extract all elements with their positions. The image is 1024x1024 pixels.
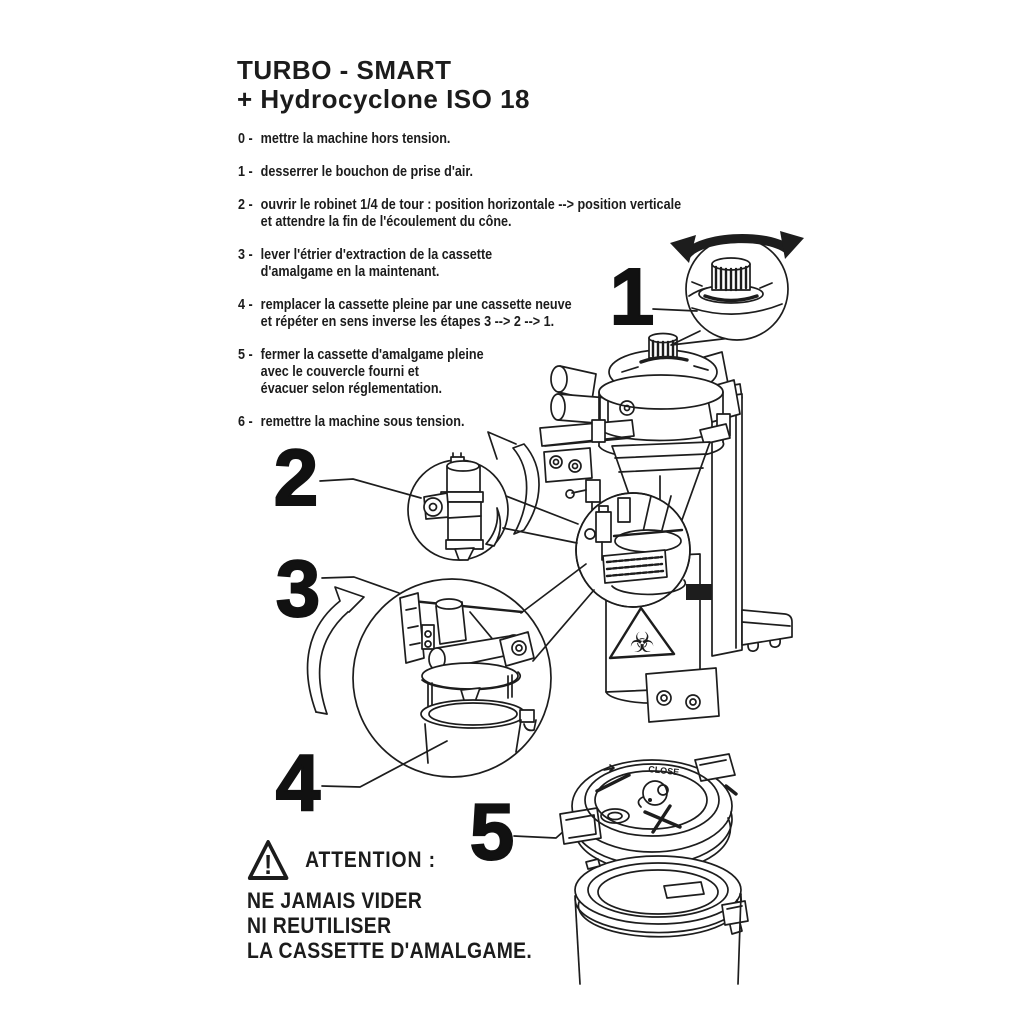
bottom-bracket [645, 667, 720, 723]
air-intake-cap [639, 332, 689, 364]
canister-illustration [574, 855, 749, 985]
instruction-step-4: 4 - remplacer la cassette pleine par une… [238, 296, 759, 330]
warning-line-1: NE JAMAIS VIDER [247, 888, 423, 913]
extraction-handle [428, 631, 535, 671]
step-text: ouvrir le robinet 1/4 de tour : position… [260, 196, 682, 230]
step2-detail [407, 431, 579, 561]
cassette-ring [420, 699, 537, 732]
step-text: remettre la machine sous tension. [260, 413, 465, 430]
warning-line-2: NI REUTILISER [247, 913, 392, 938]
step34-detail [352, 563, 595, 778]
title-line2: + Hydrocyclone ISO 18 [237, 84, 531, 114]
step-text: desserrer le bouchon de prise d'air. [260, 163, 474, 180]
step-marker: 5 - [238, 346, 253, 363]
instruction-step-6: 6 - remettre la machine sous tension. [238, 413, 759, 430]
svg-text:!: ! [264, 849, 272, 881]
step-text: lever l'étrier d'extraction de la casset… [260, 246, 493, 280]
rotate-arrow-icon [487, 431, 540, 535]
valve [423, 452, 484, 561]
knurled-cap [703, 257, 759, 303]
instruction-step-3: 3 - lever l'étrier d'extraction de la ca… [238, 246, 759, 280]
callout-number-1: 1 [609, 252, 655, 341]
warning-header: ! ATTENTION : [247, 838, 532, 882]
warning-block: ! ATTENTION : NE JAMAIS VIDER NI REUTILI… [247, 838, 532, 963]
step-marker: 1 - [238, 163, 253, 180]
lid-markings: CLOSE [595, 764, 738, 834]
step-text: remplacer la cassette pleine par une cas… [260, 296, 572, 330]
instruction-step-0: 0 - mettre la machine hors tension. [238, 130, 759, 147]
biohazard-icon: ☣ [608, 606, 676, 660]
machine-detail-circle [575, 492, 691, 608]
rotate-arrows-icon [670, 231, 804, 263]
title-line1: TURBO - SMART [237, 55, 452, 85]
warning-lines: NE JAMAIS VIDER NI REUTILISER LA CASSETT… [247, 888, 532, 963]
instruction-step-2: 2 - ouvrir le robinet 1/4 de tour : posi… [238, 196, 759, 230]
step-marker: 0 - [238, 130, 253, 147]
warning-line-3: LA CASSETTE D'AMALGAME. [247, 938, 533, 963]
clamp-block [686, 584, 712, 600]
step-text: fermer la cassette d'amalgame pleine ave… [260, 346, 484, 397]
step3-arrow-icon [306, 586, 365, 715]
step-marker: 4 - [238, 296, 253, 313]
warning-title: ATTENTION : [305, 847, 436, 872]
callout-number-3: 3 [275, 544, 321, 633]
step-text: mettre la machine hors tension. [260, 130, 451, 147]
step-marker: 3 - [238, 246, 253, 263]
svg-text:☣: ☣ [629, 626, 654, 659]
instruction-step-1: 1 - desserrer le bouchon de prise d'air. [238, 163, 759, 180]
step-marker: 6 - [238, 413, 253, 430]
piping [539, 365, 635, 525]
machine-illustration: ☣ [539, 332, 793, 723]
lid-illustration: CLOSE [559, 753, 738, 873]
canister-latch [721, 900, 749, 935]
callout-number-4: 4 [275, 738, 321, 827]
step-marker: 2 - [238, 196, 253, 213]
step1-detail [670, 231, 804, 346]
page-title: TURBO - SMART + Hydrocyclone ISO 18 [237, 56, 530, 114]
instruction-step-5: 5 - fermer la cassette d'amalgame pleine… [238, 346, 759, 397]
warning-icon: ! [247, 840, 289, 881]
callout-number-5: 5 [469, 787, 515, 876]
callout-number-2: 2 [273, 433, 319, 522]
lid-close-label: CLOSE [648, 764, 680, 777]
instruction-list: 0 - mettre la machine hors tension. 1 - … [238, 130, 759, 446]
